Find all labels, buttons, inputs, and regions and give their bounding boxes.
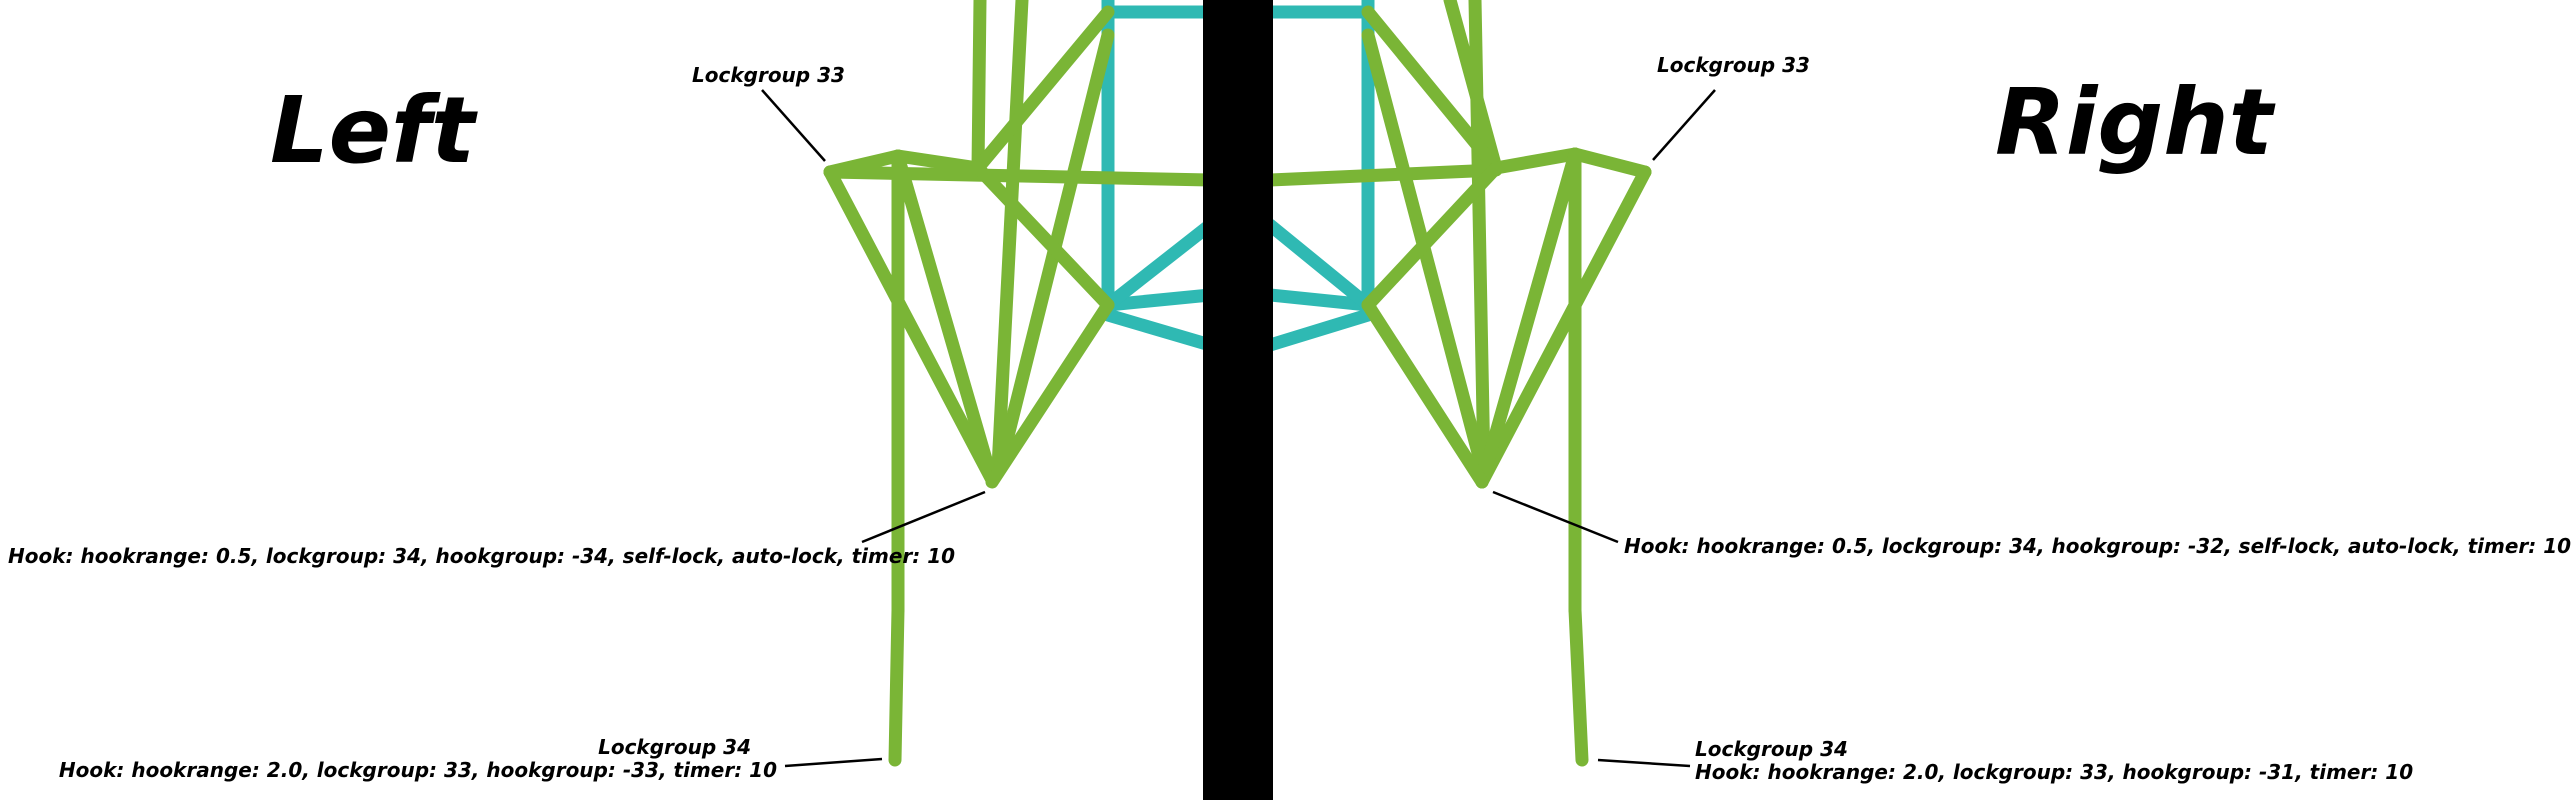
- left-title: Left: [270, 77, 476, 184]
- right-structure: [1263, 0, 1652, 767]
- center-divider: [1203, 0, 1273, 800]
- left-lockgroup-bottom-label: Lockgroup 34: [598, 735, 751, 759]
- right-lockgroup-top-leader: [1652, 89, 1716, 161]
- leader-lines: [761, 89, 1716, 768]
- left-lockgroup-top-label: Lockgroup 33: [692, 63, 845, 87]
- left-hook-lower-label: Hook: hookrange: 2.0, lockgroup: 33, hoo…: [58, 758, 777, 782]
- right-lockgroup-top-label: Lockgroup 33: [1657, 53, 1810, 77]
- left-hook-upper-label: Hook: hookrange: 0.5, lockgroup: 34, hoo…: [8, 544, 956, 568]
- right-hook-lower-label: Hook: hookrange: 2.0, lockgroup: 33, hoo…: [1695, 760, 2414, 784]
- right-green-truss: [1263, 0, 1652, 767]
- right-lockgroup-bottom-label: Lockgroup 34: [1695, 737, 1848, 761]
- left-green-truss: [823, 0, 1217, 767]
- left-structure: [823, 0, 1217, 767]
- right-hook-lower-leader: [1597, 758, 1691, 768]
- right-hook-upper-leader: [1492, 490, 1619, 544]
- right-hook-upper-label: Hook: hookrange: 0.5, lockgroup: 34, hoo…: [1624, 534, 2571, 558]
- left-lockgroup-top-leader: [761, 89, 826, 162]
- left-hook-lower-leader: [784, 757, 883, 768]
- right-title: Right: [1995, 69, 2273, 176]
- left-hook-upper-leader: [861, 490, 986, 544]
